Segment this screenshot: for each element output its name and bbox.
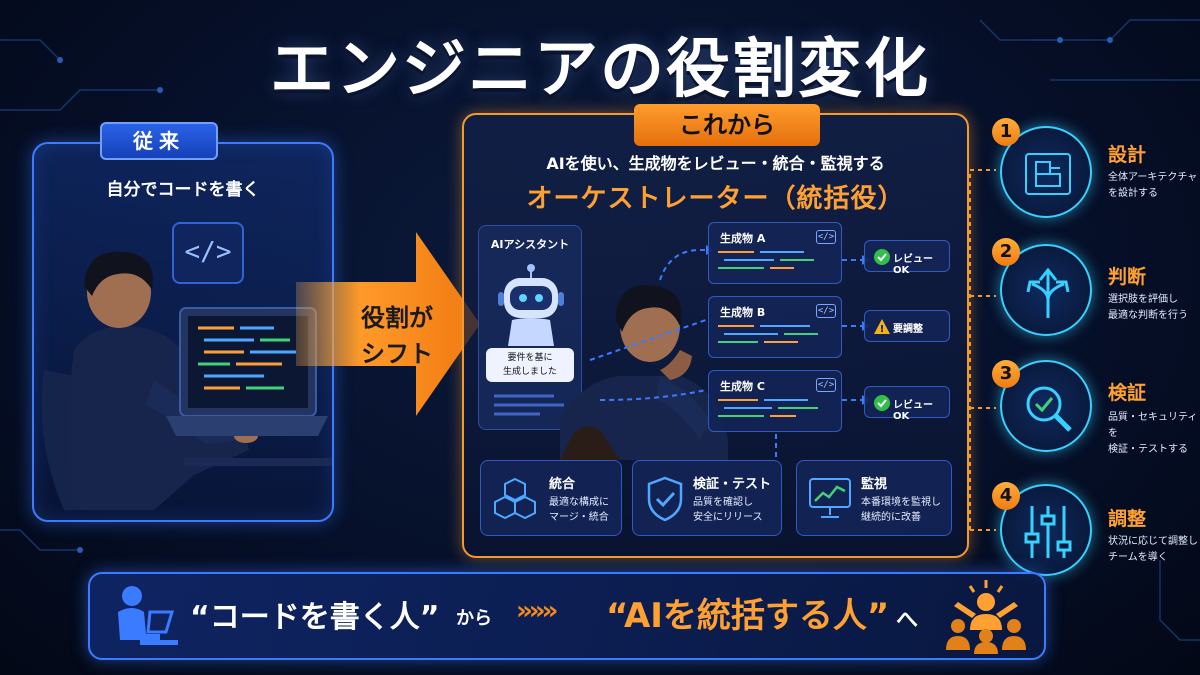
- feature-desc-line: マージ・統合: [549, 512, 609, 523]
- feature-desc-integrate: 最適な構成に マージ・統合: [549, 495, 609, 525]
- ai-text-lines: [494, 394, 564, 416]
- feature-desc-line: 安全にリリース: [693, 512, 763, 523]
- feature-desc-verify: 品質を確認し 安全にリリース: [693, 495, 763, 525]
- step-desc-line: 選択肢を評価し: [1108, 294, 1178, 305]
- output-label-a: 生成物 A: [720, 232, 766, 245]
- feature-desc-line: 本番環境を監視し: [861, 497, 941, 508]
- orchestrator-person-illustration: [560, 285, 728, 460]
- page-title: エンジニアの役割変化: [270, 33, 930, 107]
- blueprint-icon: [1025, 153, 1071, 195]
- code-tag-icon: </>: [816, 230, 836, 244]
- code-tag-icon: </>: [816, 378, 836, 392]
- check-icon: [874, 395, 890, 411]
- shift-arrow-icon: [296, 232, 480, 416]
- steps-connector: [969, 169, 996, 531]
- ai-assistant-title: AIアシスタント: [490, 238, 570, 251]
- status-card-b: ! 要調整: [864, 310, 950, 342]
- shift-label-line2: シフト: [361, 340, 433, 368]
- step-desc-adjust: 状況に応じて調整し チームを導く: [1108, 534, 1198, 566]
- output-label-c: 生成物 C: [720, 380, 765, 393]
- coder-person-icon: [118, 586, 178, 645]
- feature-desc-line: 最適な構成に: [549, 497, 609, 508]
- status-text-b: 要調整: [893, 324, 923, 335]
- status-card-a: レビューOK: [864, 240, 950, 276]
- step-desc-line: 品質・セキュリティを: [1108, 412, 1198, 439]
- step-desc-verify: 品質・セキュリティを 検証・テストする: [1108, 410, 1200, 458]
- step-desc-judge: 選択肢を評価し 最適な判断を行う: [1108, 292, 1188, 324]
- step-desc-design: 全体アーキテクチャ を設計する: [1108, 170, 1197, 202]
- step-desc-line: を設計する: [1108, 188, 1158, 199]
- banner-coder-text: “コードを書く人”: [190, 600, 440, 635]
- step-number-2: 2: [992, 238, 1020, 266]
- code-tag-icon: </>: [816, 304, 836, 318]
- step-desc-line: チームを導く: [1108, 552, 1168, 563]
- step-number-3: 3: [992, 360, 1020, 388]
- status-text-c: レビューOK: [893, 400, 933, 422]
- summary-banner: [88, 572, 1046, 660]
- banner-orchestrator-text: “AIを統括する人”: [606, 596, 890, 636]
- ai-bubble-line2: 生成しました: [502, 367, 557, 377]
- banner-to-text: へ: [896, 608, 919, 633]
- shift-label-line1: 役割が: [361, 304, 433, 332]
- feature-title-integrate: 統合: [549, 477, 576, 492]
- step-desc-line: 状況に応じて調整し: [1108, 536, 1198, 547]
- status-card-c: レビューOK: [864, 386, 950, 422]
- step-desc-line: 最適な判断を行う: [1108, 310, 1188, 321]
- code-tag-icon: </>: [172, 222, 244, 284]
- feature-desc-line: 品質を確認し: [693, 497, 753, 508]
- feature-title-verify: 検証・テスト: [693, 477, 772, 492]
- shield-check-icon: [647, 476, 683, 522]
- monitor-chart-icon: [809, 478, 851, 518]
- orchestrator-title: オーケストレーター（統括役）: [526, 184, 905, 214]
- feature-card-integrate: 統合 最適な構成に マージ・統合: [480, 460, 622, 536]
- status-text-a: レビューOK: [893, 254, 933, 276]
- ai-bubble-line1: 要件を基に: [507, 353, 553, 363]
- step-number-1: 1: [992, 118, 1020, 146]
- traditional-badge: 従来: [100, 122, 218, 160]
- ai-speech-bubble: 要件を基に 生成しました: [486, 348, 574, 382]
- feature-desc-monitor: 本番環境を監視し 継続的に改善: [861, 495, 941, 525]
- traditional-subtitle: 自分でコードを書く: [106, 180, 260, 200]
- team-leader-icon: [946, 580, 1026, 654]
- engineer-laptop-illustration: [41, 251, 332, 510]
- output-label-b: 生成物 B: [720, 306, 766, 319]
- feature-card-verify: 検証・テスト 品質を確認し 安全にリリース: [632, 460, 782, 536]
- chevrons-right-icon: »»»: [516, 596, 558, 626]
- banner-from-text: から: [456, 608, 492, 629]
- step-title-verify: 検証: [1108, 382, 1147, 404]
- output-code-lines: [718, 251, 818, 417]
- check-icon: [874, 249, 890, 265]
- orchestrator-subtitle: AIを使い、生成物をレビュー・統合・監視する: [546, 154, 885, 173]
- sliders-icon: [1024, 506, 1072, 558]
- step-number-4: 4: [992, 482, 1020, 510]
- feature-title-monitor: 監視: [861, 477, 888, 492]
- warning-icon: !: [874, 319, 890, 335]
- step-title-judge: 判断: [1108, 266, 1147, 288]
- step-desc-line: 全体アーキテクチャ: [1108, 172, 1198, 183]
- feature-desc-line: 継続的に改善: [861, 512, 921, 523]
- step-title-adjust: 調整: [1108, 508, 1147, 530]
- future-badge: これから: [634, 104, 820, 146]
- cubes-icon: [494, 477, 536, 520]
- magnifier-check-icon: [1026, 386, 1072, 432]
- shift-label: 役割が シフト: [352, 300, 442, 372]
- feature-card-monitor: 監視 本番環境を監視し 継続的に改善: [796, 460, 952, 536]
- split-arrows-icon: [1026, 267, 1070, 318]
- robot-icon: [498, 264, 564, 346]
- step-title-design: 設計: [1108, 144, 1147, 166]
- step-desc-line: 検証・テストする: [1108, 444, 1188, 455]
- svg-text:!: !: [880, 324, 885, 335]
